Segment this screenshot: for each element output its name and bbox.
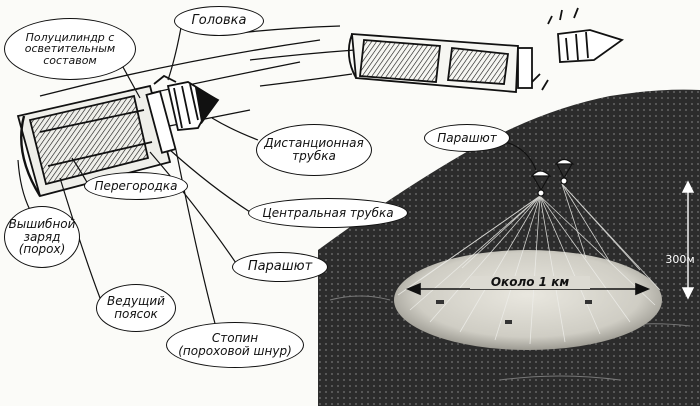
- callout-polucilindr-text: Полуцилиндр с осветительным составом: [24, 30, 116, 67]
- callout-golovka: Головка: [174, 6, 264, 36]
- callout-distancionnaya-text: Дистанционная трубка: [264, 136, 364, 163]
- callout-polucilindr: Полуцилиндр с осветительным составом: [4, 18, 136, 80]
- parachute-flares: [530, 158, 575, 197]
- callout-peregorodka: Перегородка: [84, 172, 188, 200]
- shell-cutaway: [16, 74, 220, 198]
- callout-parashyut-left: Парашют: [232, 252, 328, 282]
- callout-parashyut-right: Парашют: [424, 124, 510, 152]
- callout-golovka-text: Головка: [191, 13, 247, 29]
- illuminated-area: [394, 250, 662, 350]
- distance-marker: [405, 282, 651, 296]
- shell-upper-right: [347, 7, 624, 93]
- height-label: 300м: [665, 253, 695, 266]
- callout-parashyut-left-text: Парашют: [247, 259, 313, 275]
- distance-label: Около 1 км: [470, 276, 590, 289]
- callout-vyshibnoy-text: Вышибной заряд (порох): [8, 217, 76, 257]
- callout-peregorodka-text: Перегородка: [94, 178, 178, 193]
- callout-stopin: Стопин (пороховой шнур): [166, 322, 304, 368]
- callout-parashyut-right-text: Парашют: [437, 130, 497, 145]
- height-marker: [681, 180, 695, 300]
- callout-distancionnaya: Дистанционная трубка: [256, 124, 372, 176]
- callout-centralnaya-text: Центральная трубка: [262, 205, 394, 220]
- callout-vyshibnoy: Вышибной заряд (порох): [4, 206, 80, 268]
- light-beams: [397, 183, 661, 345]
- callout-stopin-text: Стопин (пороховой шнур): [178, 331, 292, 358]
- callout-veduschiy: Ведущий поясок: [96, 284, 176, 332]
- callout-centralnaya: Центральная трубка: [248, 198, 408, 228]
- callout-veduschiy-text: Ведущий поясок: [107, 294, 165, 321]
